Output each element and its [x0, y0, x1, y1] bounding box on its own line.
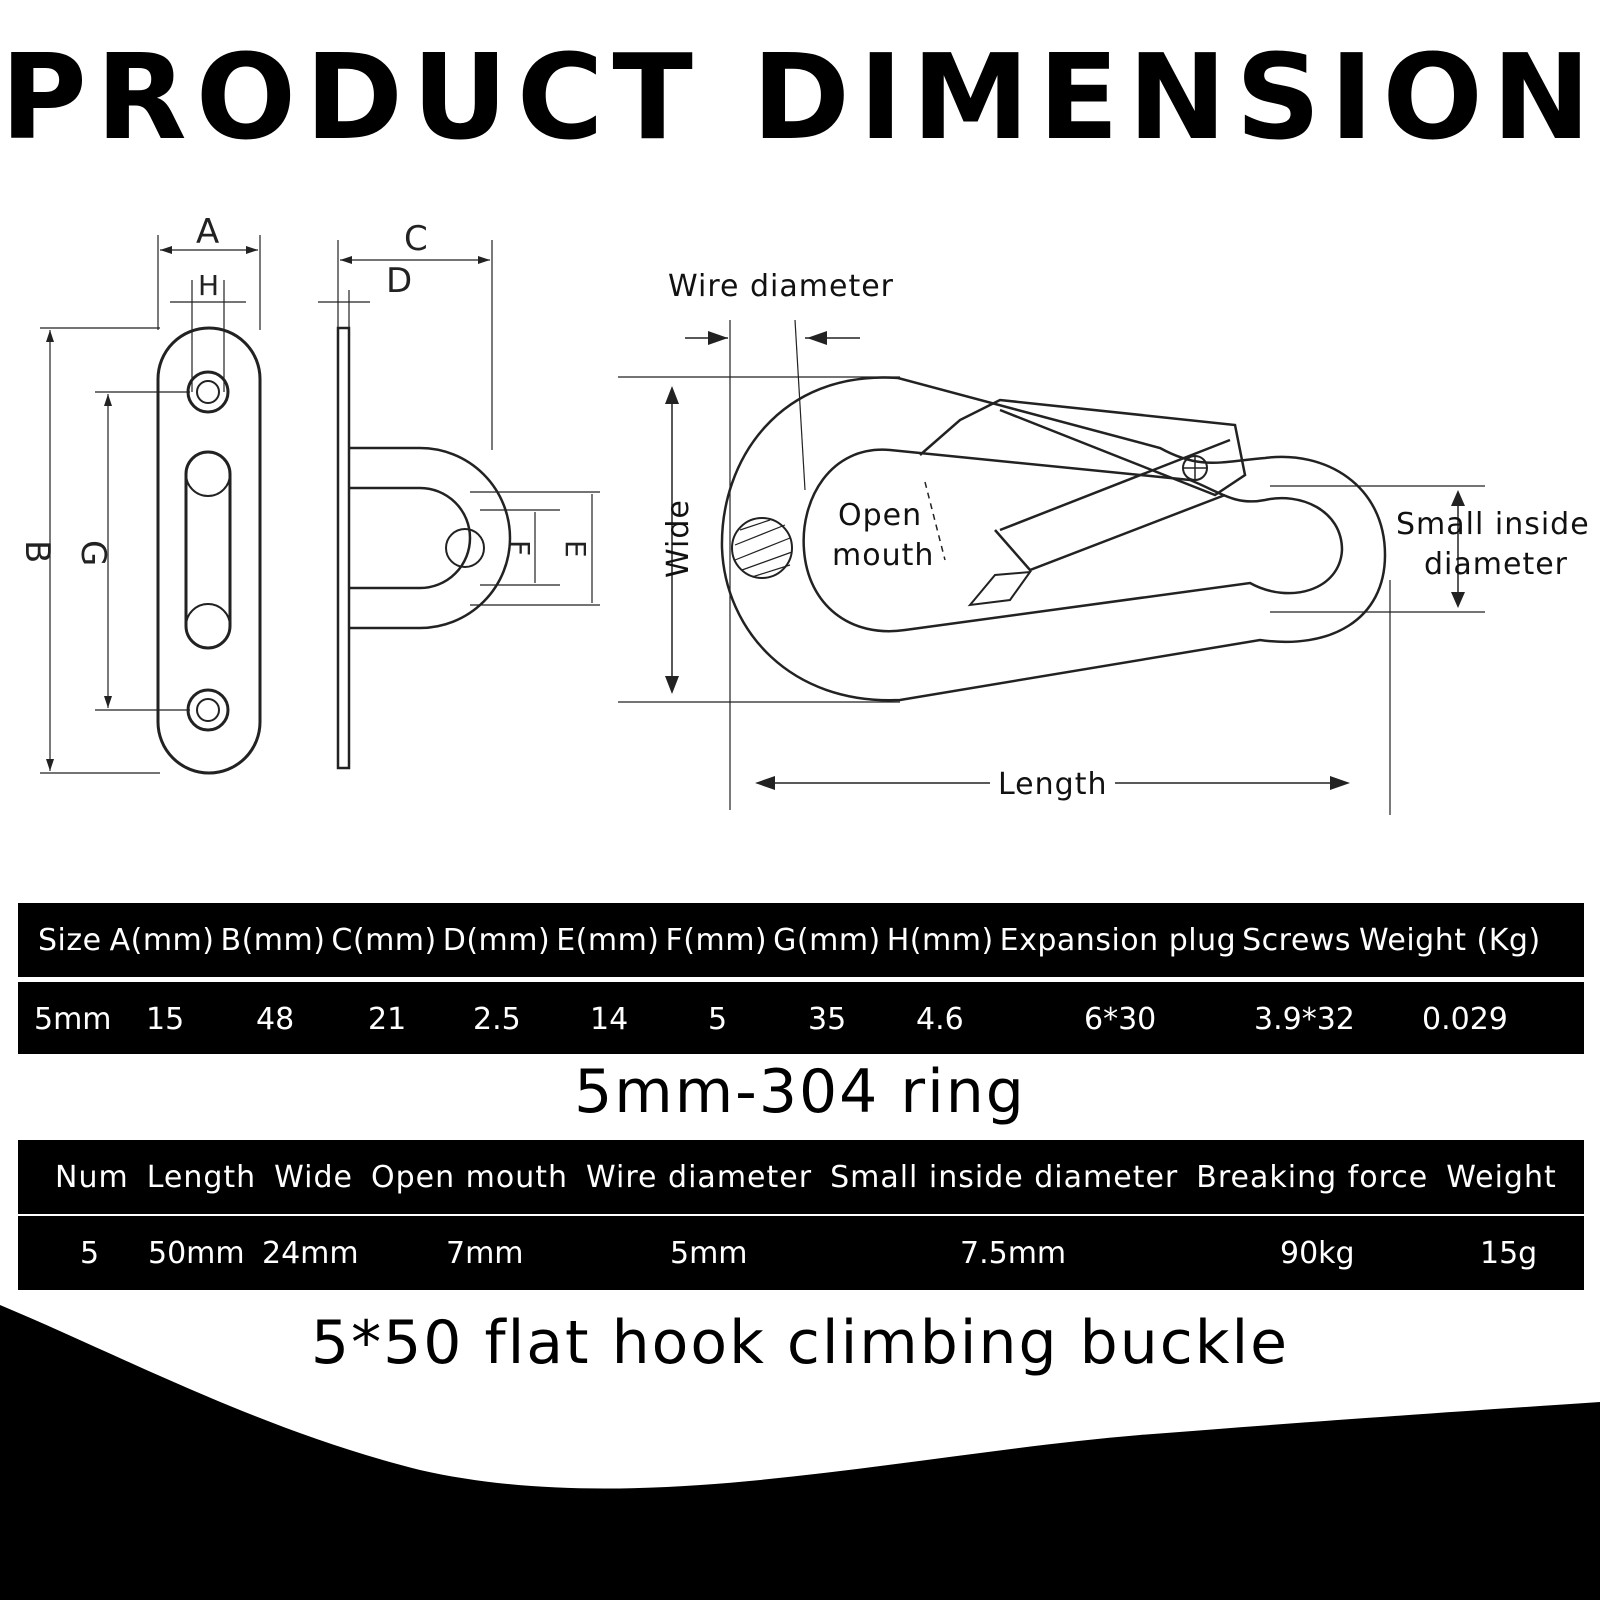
table2-header-cell: Open mouth	[371, 1159, 569, 1195]
table2-cell: 15g	[1480, 1236, 1538, 1271]
plate-front	[156, 326, 262, 775]
label-b: B	[17, 540, 57, 563]
table2-header-cell: Wide	[274, 1159, 354, 1195]
table1-row: 5mm 15 48 21 2.5 14 5 35 4.6 6*30 3.9*32…	[18, 982, 1584, 1054]
label-e: E	[559, 540, 592, 558]
table2-header-cell: Num	[55, 1159, 129, 1195]
ring-side	[349, 446, 512, 630]
table2-cell: 7.5mm	[960, 1236, 1067, 1271]
label-a: A	[196, 212, 219, 252]
table1-header-cell: Weight (Kg)	[1358, 922, 1541, 958]
label-wire-diameter: Wire diameter	[668, 269, 894, 304]
hook-outline	[720, 376, 1387, 702]
table2-header: Num Length Wide Open mouth Wire diameter…	[18, 1140, 1584, 1214]
table2-cell: 5mm	[670, 1236, 748, 1271]
plate-side	[336, 326, 351, 770]
table1-cell: 2.5	[473, 1002, 521, 1037]
label-c: C	[404, 219, 428, 259]
table1-cell: 5	[708, 1002, 728, 1037]
table1-cell: 21	[368, 1002, 407, 1037]
table1-header-cell: A(mm)	[109, 922, 215, 958]
label-g: G	[73, 540, 113, 566]
table2-header-cell: Breaking force	[1196, 1159, 1429, 1195]
plate-slot	[184, 450, 232, 650]
table1-cell: 5mm	[34, 1002, 112, 1037]
table1-header-cell: E(mm)	[556, 922, 660, 958]
label-small-inside-1: Small inside	[1396, 507, 1590, 542]
table1-header-cell: G(mm)	[773, 922, 881, 958]
table1-header-cell: B(mm)	[220, 922, 326, 958]
label-f: F	[503, 540, 536, 556]
table1-cell: 15	[146, 1002, 185, 1037]
table2-cell: 24mm	[262, 1236, 359, 1271]
table1-cell: 14	[590, 1002, 629, 1037]
wire-cross-section	[731, 517, 793, 579]
table1-header-cell: F(mm)	[665, 922, 768, 958]
table1-header: Size A(mm) B(mm) C(mm) D(mm) E(mm) F(mm)…	[18, 903, 1584, 977]
table2-header-cell: Wire diameter	[586, 1159, 813, 1195]
table1-header-cell: D(mm)	[442, 922, 551, 958]
table1-cell: 6*30	[1084, 1002, 1157, 1037]
table2-row: 5 50mm 24mm 7mm 5mm 7.5mm 90kg 15g	[18, 1216, 1584, 1290]
table1-header-cell: Screws	[1242, 922, 1351, 958]
table1-header-cell: Expansion plug	[999, 922, 1237, 958]
hook-gate	[919, 398, 1247, 497]
table2-header-cell: Weight	[1446, 1159, 1557, 1195]
table1-cell: 4.6	[916, 1002, 964, 1037]
table2-cell: 90kg	[1280, 1236, 1355, 1271]
label-open-mouth-1: Open	[838, 498, 922, 533]
table1-header-cell: Size	[38, 922, 102, 958]
table1-cell: 48	[256, 1002, 295, 1037]
table2-header-cell: Length	[146, 1159, 257, 1195]
technical-diagram: A H B G C D F E Wire diameter Open mouth…	[17, 212, 1590, 815]
table1-cell: 0.029	[1422, 1002, 1508, 1037]
table2-cell: 5	[80, 1236, 100, 1271]
label-wide: Wide	[661, 499, 696, 578]
table1-header-cell: H(mm)	[886, 922, 994, 958]
screw-hole-bottom	[186, 688, 230, 732]
label-d: D	[386, 261, 412, 301]
page-title: PRODUCT DIMENSION	[0, 28, 1600, 166]
table1-cell: 35	[808, 1002, 847, 1037]
label-small-inside-2: diameter	[1424, 547, 1568, 582]
table1-header-cell: C(mm)	[331, 922, 437, 958]
screw-hole-top	[186, 370, 230, 414]
table1-cell: 3.9*32	[1254, 1002, 1355, 1037]
table2-cell: 50mm	[148, 1236, 245, 1271]
label-length: Length	[998, 767, 1107, 802]
table2-cell: 7mm	[446, 1236, 524, 1271]
label-open-mouth-2: mouth	[832, 538, 934, 573]
table2-header-cell: Small inside diameter	[830, 1159, 1179, 1195]
buckle-caption: 5*50 flat hook climbing buckle	[310, 1308, 1290, 1378]
label-h: H	[198, 269, 219, 302]
ring-caption: 5mm-304 ring	[574, 1057, 1026, 1127]
